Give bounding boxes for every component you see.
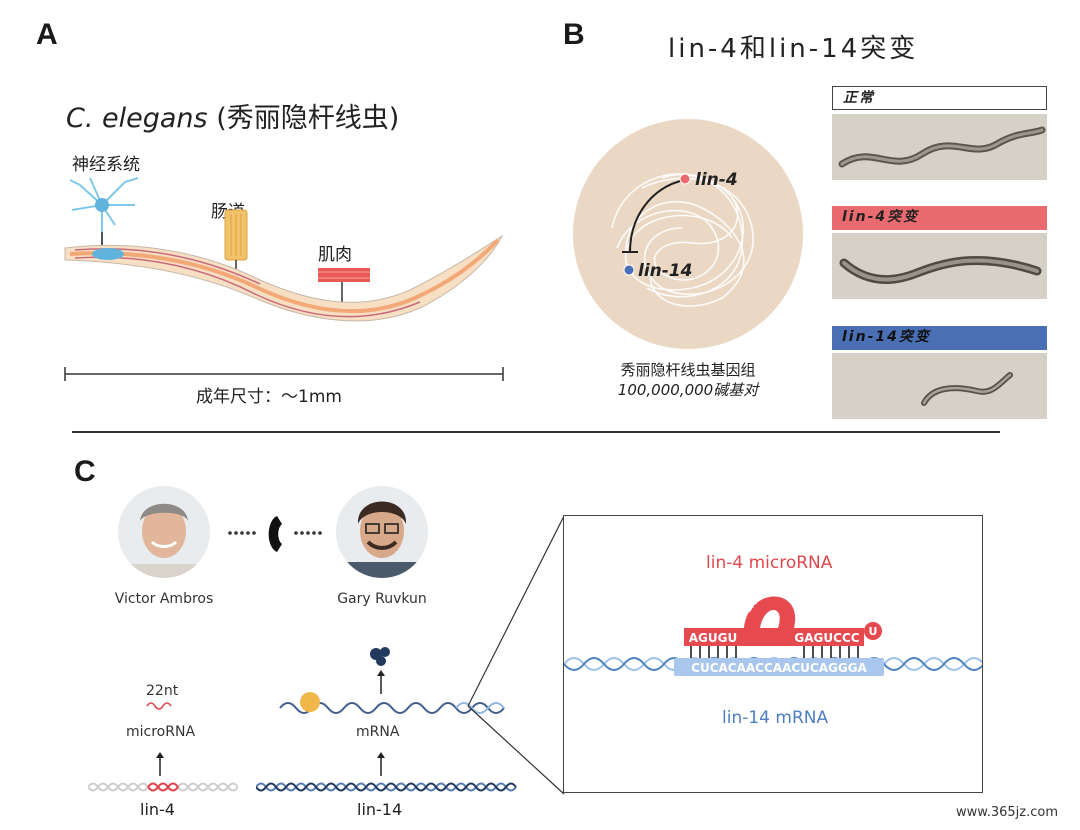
inhibition-arc <box>629 179 685 253</box>
panel-b-letter: B <box>563 18 585 51</box>
species-name: C. elegans <box>66 103 208 134</box>
lin14-locus <box>623 264 635 276</box>
victor-ambros-portrait <box>118 486 210 578</box>
genome-line2: 100,000,000碱基对 <box>617 381 759 399</box>
person2-name: Gary Ruvkun <box>337 591 427 607</box>
arrow-up-icon <box>377 670 385 694</box>
lin4-mutant-label: lin-4突变 <box>832 206 1047 230</box>
phone-icon <box>228 516 322 552</box>
worm-gut <box>69 238 500 314</box>
lin14-dna <box>256 782 517 792</box>
inset-mrna-title: lin-14 mRNA <box>722 708 829 728</box>
scale-bar <box>64 367 504 381</box>
section-divider <box>72 431 1000 433</box>
neuron-icon <box>69 177 139 250</box>
inset-mirna-title: lin-4 microRNA <box>706 553 833 573</box>
nervous-system-label: 神经系统 <box>72 155 140 175</box>
lin14-mutant-worm-photo <box>832 353 1047 419</box>
intestine-icon <box>224 209 248 261</box>
neuron-body <box>95 198 109 212</box>
lin14-gene-label: lin-14 <box>638 261 692 281</box>
lin4-gene-label: lin-4 <box>695 170 738 190</box>
genome-dna-tangle <box>611 173 754 307</box>
ribosome-icon <box>300 692 320 712</box>
lin14-mutant-label: lin-14突变 <box>832 326 1047 350</box>
mirna-seq-left: AGUGU <box>689 631 737 645</box>
genome-circle: lin-4 lin-14 <box>573 119 803 349</box>
mirna-seq-right: GAGUCCC <box>794 631 859 645</box>
mrna-sequence-bar <box>674 658 884 676</box>
arrow-up-icon <box>156 752 164 776</box>
normal-label: 正常 <box>832 86 1047 110</box>
muscle-icon <box>318 268 370 282</box>
gary-ruvkun-portrait <box>336 486 428 578</box>
base-pair-ticks <box>690 646 859 658</box>
mirna-seq-tail: U <box>869 625 878 638</box>
normal-worm-photo <box>832 114 1047 180</box>
lin4-mutant-worm-photo <box>832 233 1047 299</box>
arrow-up-icon <box>377 752 385 776</box>
binding-inset <box>563 515 983 793</box>
nerve-ring <box>92 248 124 260</box>
lin4-locus <box>679 173 691 185</box>
species-cn-name: (秀丽隐杆线虫) <box>207 103 400 134</box>
mrna-strand <box>279 692 505 714</box>
panel-c-letter: C <box>74 455 96 488</box>
mrna-sequence: CUCACAACCAACUCAGGGA <box>691 661 867 675</box>
protein-icon <box>370 647 390 666</box>
panel-b-title: lin-4和lin-14突变 <box>668 34 919 64</box>
mirna-squiggle <box>146 702 172 710</box>
size-label: 22nt <box>146 683 179 699</box>
panel-a-title: C. elegans (秀丽隐杆线虫) <box>66 96 399 135</box>
genome-caption: 秀丽隐杆线虫基因组 100,000,000碱基对 <box>572 360 804 400</box>
binding-diagram: CUCACAACCAACUCAGGGA AGUGU GAGUCCC U GACU… <box>564 578 982 676</box>
worm-illustration <box>64 177 504 322</box>
mrna-label: mRNA <box>356 724 400 740</box>
gene2-label: lin-14 <box>357 800 403 819</box>
mirna-tail <box>864 622 882 640</box>
muscle-label: 肌肉 <box>318 245 352 265</box>
person1-name: Victor Ambros <box>114 591 214 607</box>
worm-body <box>64 234 504 322</box>
microrna-label: microRNA <box>126 724 196 740</box>
panel-a-letter: A <box>36 18 58 51</box>
zoom-lines <box>467 515 565 795</box>
genome-line1: 秀丽隐杆线虫基因组 <box>620 361 756 379</box>
watermark: www.365jz.com <box>956 805 1058 820</box>
gene1-label: lin-4 <box>140 800 175 819</box>
lin4-dna <box>88 782 238 792</box>
adult-size-label: 成年尺寸：～1mm <box>196 387 342 407</box>
